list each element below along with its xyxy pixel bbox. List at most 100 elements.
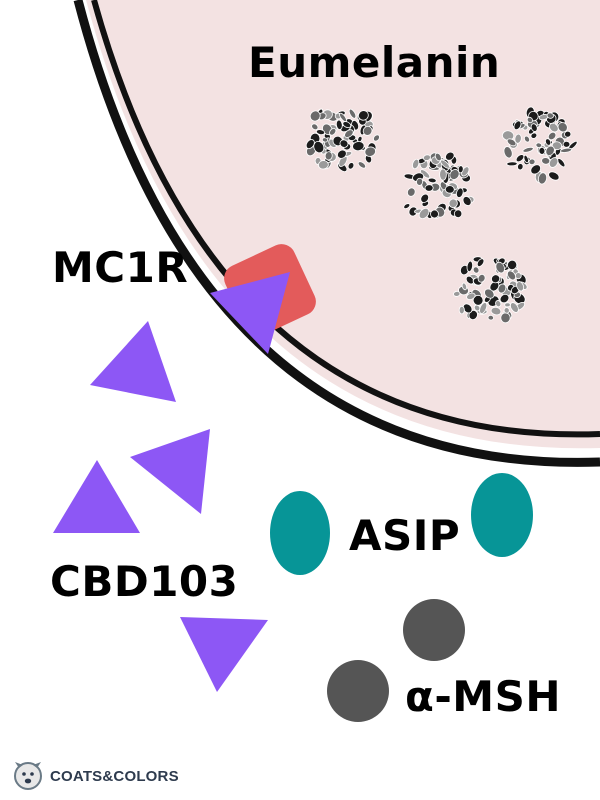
melanin-speck [434, 152, 442, 162]
melanin-speck [517, 163, 524, 171]
melanin-speck [321, 137, 329, 143]
melanin-speck [548, 157, 559, 168]
asip-label: ASIP [349, 511, 461, 560]
melanin-speck [466, 292, 476, 300]
melanin-speck [339, 139, 349, 148]
melanin-speck [528, 158, 536, 166]
melanin-speck [362, 126, 373, 136]
melanin-speck [495, 300, 502, 308]
melanin-speck [342, 121, 352, 129]
cbd103-triangle [90, 321, 176, 402]
melanin-speck [557, 158, 566, 168]
melanin-speck [548, 171, 560, 181]
melanin-speck [537, 172, 548, 185]
melanin-speck [407, 187, 416, 197]
melanin-speck [546, 112, 554, 119]
melanin-speck [503, 146, 513, 159]
melanin-speck [499, 293, 510, 304]
melanin-speck [476, 258, 485, 267]
melanin-speck [449, 169, 460, 180]
melanin-speck [329, 128, 337, 136]
melanin-speck [348, 108, 357, 119]
cell-membrane-inner [91, 0, 600, 438]
melanin-speck [309, 110, 321, 122]
melanin-speck [318, 160, 329, 170]
melanin-speck [545, 145, 555, 156]
melanin-speck [535, 142, 543, 148]
melanin-speck [506, 161, 518, 167]
melanin-speck [487, 314, 494, 321]
melanin-speck [427, 177, 437, 184]
melanin-speck [311, 123, 319, 131]
melanin-speck [477, 274, 486, 283]
melanin-speck [562, 140, 571, 148]
melanin-speck [358, 110, 369, 121]
melanin-speck [364, 146, 376, 157]
dog-face-icon [14, 762, 42, 790]
melanin-speck [514, 133, 522, 144]
melanin-speck [514, 272, 522, 280]
melanin-speck [357, 161, 367, 169]
melanin-speck [526, 116, 534, 124]
melanin-speck [461, 282, 468, 291]
melanin-speck [373, 134, 380, 142]
melanin-speck [313, 140, 325, 154]
melanin-speck [530, 164, 542, 175]
msh-circle [403, 599, 465, 661]
eumelanin-label: Eumelanin [248, 38, 501, 87]
melanin-speck [506, 138, 517, 147]
melanin-speck [430, 209, 439, 219]
msh-circle [327, 660, 389, 722]
mc1r-label: MC1R [52, 243, 189, 292]
melanin-speck [403, 203, 411, 210]
melanin-speck [420, 193, 430, 203]
melanin-speck [548, 122, 559, 133]
melanin-speck [516, 281, 525, 292]
melanin-speck [465, 275, 475, 285]
melanin-speck [352, 141, 365, 152]
melanin-speck [305, 139, 315, 150]
melanin-speck [422, 154, 431, 161]
melanin-speck [497, 283, 507, 294]
melanin-speck [523, 135, 531, 143]
melanin-speck [513, 120, 522, 131]
melanin-speck [530, 123, 538, 132]
alpha-msh-label: α-MSH [405, 672, 561, 721]
melanin-speck [551, 141, 562, 151]
cbd103-triangle [180, 617, 268, 692]
cbd103-triangle-bound [210, 272, 290, 354]
melanin-speck [507, 259, 518, 270]
melanin-speck [484, 288, 495, 299]
melanin-speck [506, 270, 517, 281]
melanin-speck [444, 185, 455, 194]
cbd103-label: CBD103 [50, 557, 239, 606]
cbd103-triangle [53, 460, 140, 533]
melanin-speck [439, 168, 447, 181]
melanin-speck [472, 266, 480, 274]
melanin-speck [515, 154, 525, 163]
melanin-speck [462, 196, 472, 206]
melanin-speck [530, 132, 538, 139]
melanin-speck [503, 307, 510, 314]
melanin-speck [453, 209, 463, 218]
melanin-speck [337, 149, 347, 159]
asip-oval [471, 473, 533, 557]
melanin-speck [347, 162, 355, 170]
melanin-speck [538, 147, 546, 155]
melanin-speck [424, 184, 434, 192]
melanin-speck [522, 146, 534, 153]
cell-interior [86, 0, 600, 449]
logo-brand-text: COATS&COLORS [50, 767, 179, 785]
melanin-speck [523, 154, 529, 164]
melanin-speck [495, 261, 505, 274]
melanin-granule [305, 108, 380, 173]
melanin-speck [416, 177, 424, 186]
melanin-speck [418, 208, 430, 219]
melanin-speck [560, 147, 573, 153]
melanin-granule [403, 151, 475, 219]
melanin-speck [335, 119, 343, 130]
coats-and-colors-logo: COATS&COLORS [12, 761, 179, 791]
melanin-speck [504, 302, 511, 308]
melanin-speck [490, 306, 502, 316]
